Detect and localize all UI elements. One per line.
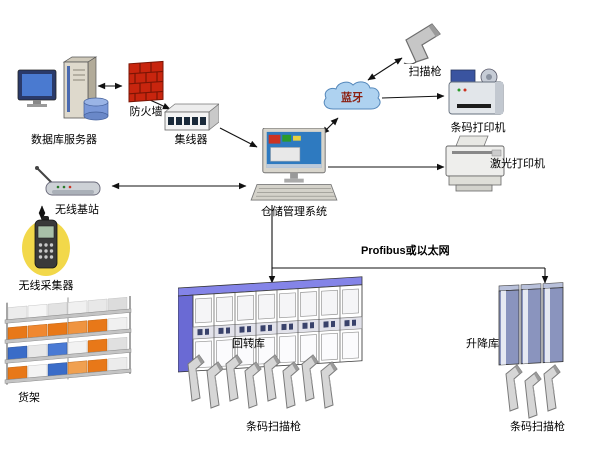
connector-hub-wms <box>219 127 258 148</box>
scanner-gun-icon <box>403 23 441 64</box>
barcode-scanner-guns-right <box>504 362 561 418</box>
lift <box>498 282 566 370</box>
barcode-scanner-gun-icon <box>542 362 562 418</box>
barcode-scanner-gun-icon <box>319 359 339 415</box>
connector-firewall-hub <box>149 99 171 110</box>
barcode-scanner-gun-icon <box>243 359 263 415</box>
database-server-label: 数据库服务器 <box>31 134 97 146</box>
barcode-scanner-gun-icon <box>205 359 225 415</box>
barcode-scanner-gun-icon <box>504 362 524 418</box>
laser-printer <box>444 134 510 194</box>
shelf: 货架 <box>2 296 136 405</box>
carousel <box>178 276 366 374</box>
barcode-printer: 条码打印机 <box>446 66 510 135</box>
shelf-label: 货架 <box>18 392 40 404</box>
barcode-scanners-left-label: 条码扫描枪 <box>246 421 301 433</box>
database-server: 数据库服务器 <box>14 56 114 147</box>
hub-label: 集线器 <box>174 134 208 146</box>
wireless-base: 无线基站 <box>30 166 110 217</box>
firewall-label: 防火墙 <box>129 106 163 118</box>
bluetooth-label: 蓝牙 <box>341 92 363 104</box>
connector-bluetooth-barcode-printer <box>381 92 445 100</box>
wireless-collector-label: 无线采集器 <box>18 280 74 292</box>
lift-label: 升降库 <box>466 338 499 350</box>
barcode-printer-icon <box>448 68 504 115</box>
wireless-base-label: 无线基站 <box>55 204 99 216</box>
firewall: 防火墙 <box>124 58 168 119</box>
hub-icon <box>164 103 219 131</box>
database-server-icon <box>17 56 109 121</box>
bus-label: Profibus或以太网 <box>361 245 450 257</box>
barcode-printer-label: 条码打印机 <box>450 122 506 134</box>
cloud-icon <box>323 81 381 110</box>
connector-bluetooth-scanner <box>367 57 403 81</box>
wms-computer: 仓储管理系统 <box>248 128 340 219</box>
shelf-icon <box>4 296 132 385</box>
hub: 集线器 <box>162 102 220 147</box>
carousel-label: 回转库 <box>232 338 265 350</box>
bluetooth-cloud: 蓝牙 <box>320 76 384 120</box>
wireless-base-icon <box>35 166 101 196</box>
barcode-scanner-gun-icon <box>281 359 301 415</box>
barcode-scanner-gun-icon <box>262 352 282 408</box>
scanner-gun: 扫描枪 <box>398 20 452 79</box>
carousel-icon <box>178 276 363 373</box>
wms-label: 仓储管理系统 <box>261 206 327 218</box>
wireless-collector-icon <box>22 216 70 276</box>
barcode-scanners-right-label: 条码扫描枪 <box>510 421 565 433</box>
wms-computer-icon <box>250 128 338 201</box>
barcode-scanner-gun-icon <box>224 352 244 408</box>
barcode-scanner-guns-left <box>186 352 338 408</box>
laser-printer-icon <box>445 135 505 192</box>
firewall-icon <box>128 60 164 103</box>
lift-icon <box>498 282 564 366</box>
barcode-scanner-gun-icon <box>186 352 206 408</box>
laser-printer-label: 激光打印机 <box>490 158 545 170</box>
wireless-collector: 无线采集器 <box>10 216 82 293</box>
scanner-gun-label: 扫描枪 <box>408 66 442 78</box>
barcode-scanner-gun-icon <box>300 352 320 408</box>
barcode-scanner-gun-icon <box>523 369 543 425</box>
